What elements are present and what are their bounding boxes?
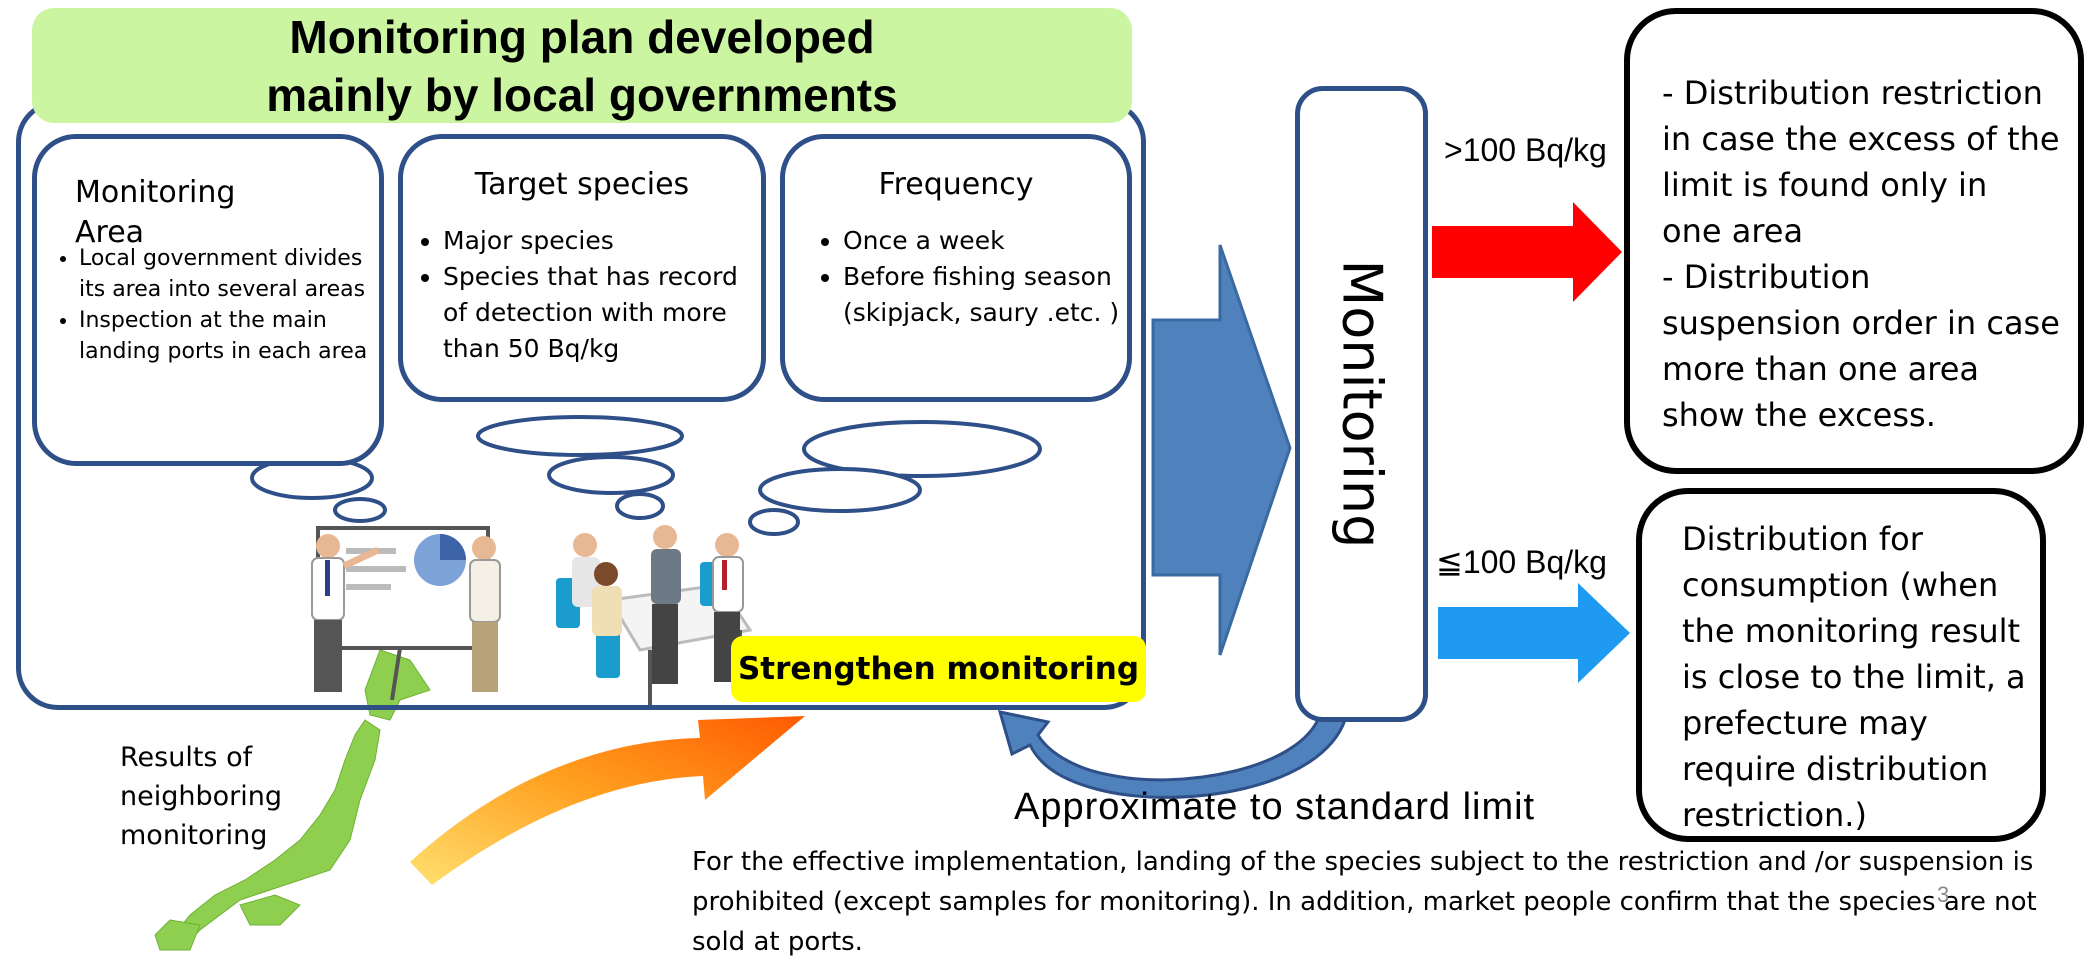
outcome-below-box: Distribution for consumption (when the m… [1636, 488, 2046, 842]
card-monitoring-area: Monitoring Area Local government divides… [32, 134, 384, 466]
monitoring-label: Monitoring [1330, 259, 1393, 549]
page-number: 3 [1937, 882, 1950, 907]
threshold-above-label: >100 Bq/kg [1444, 132, 1607, 168]
threshold-below-label: ≦100 Bq/kg [1436, 544, 1607, 580]
footnote: For the effective implementation, landin… [692, 847, 2037, 957]
presentation-people-illustration [311, 526, 501, 701]
thought-bubble-icon [476, 415, 684, 520]
strengthen-monitoring-label: Strengthen monitoring [731, 636, 1146, 702]
outcome-above-box: - Distribution restriction in case the e… [1624, 8, 2084, 474]
card-species-list: Major species Species that has record of… [403, 223, 765, 367]
orange-curved-arrow-icon [410, 716, 805, 885]
title-banner: Monitoring plan developed mainly by loca… [32, 8, 1132, 123]
big-flow-arrow-icon [1151, 244, 1292, 656]
card-frequency-list: Once a week Before fishing season (skipj… [803, 223, 1143, 331]
monitoring-box: Monitoring [1295, 86, 1428, 722]
title-line-1: Monitoring plan developed [289, 10, 875, 63]
neighbor-results-label: Results of neighboring monitoring [120, 742, 282, 851]
blue-arrow-icon [1438, 583, 1630, 683]
card-area-list: Local government divides its area into s… [35, 243, 379, 367]
thought-bubble-icon [748, 420, 1042, 536]
card-target-species: Target species Major species Species tha… [398, 134, 766, 402]
card-frequency-title: Frequency [878, 167, 1034, 202]
title-line-2: mainly by local governments [266, 68, 898, 121]
list-item: Major species [443, 223, 765, 259]
red-arrow-icon [1432, 202, 1622, 302]
card-frequency: Frequency Once a week Before fishing sea… [780, 134, 1132, 402]
outcome-above-text: - Distribution restriction in case the e… [1662, 74, 2060, 434]
approximate-limit-label: Approximate to standard limit [1014, 786, 1536, 828]
list-item: Before fishing season (skipjack, saury .… [843, 259, 1143, 331]
card-area-title: Monitoring Area [75, 175, 236, 250]
japan-map-icon [154, 649, 431, 951]
feedback-curved-arrow-icon [997, 710, 1347, 799]
list-item: Once a week [843, 223, 1143, 259]
list-item: Local government divides its area into s… [79, 243, 379, 305]
list-item: Species that has record of detection wit… [443, 259, 765, 367]
outcome-below-text: Distribution for consumption (when the m… [1682, 520, 2026, 834]
list-item: Inspection at the main landing ports in … [79, 305, 379, 367]
card-species-title: Target species [474, 167, 690, 202]
